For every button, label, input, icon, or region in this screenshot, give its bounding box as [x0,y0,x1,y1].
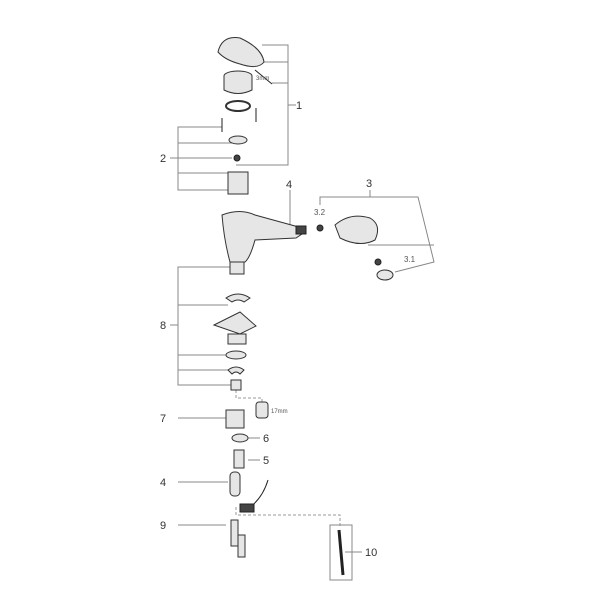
callout-4-bottom: 4 [160,477,166,489]
callout-2: 2 [160,153,166,165]
callout-1: 1 [296,100,302,112]
spray-face [376,269,394,281]
stud [230,379,242,391]
lever-handle [217,37,265,68]
callout-lines-3 [319,190,435,273]
nut-size: 17mm [271,409,288,415]
cap [223,70,253,94]
callout-lines-8 [170,266,232,386]
hose-fitting [239,503,255,513]
o-ring [225,100,251,112]
washer-6 [231,433,249,443]
tool-guide [235,507,341,527]
callout-3-1: 3.1 [404,255,416,264]
callout-4-top: 4 [286,179,292,191]
fixing-nut [225,409,245,429]
screw-9-b [237,534,246,558]
spring-5 [233,449,245,469]
nut-guide [235,390,263,404]
spray-head [334,215,379,244]
hoses [229,261,245,275]
faucet-body [221,211,307,263]
nut-17mm [255,401,269,419]
screw-9-a [230,519,239,547]
washer [228,135,248,145]
cartridge [227,171,249,195]
callout-5: 5 [263,455,269,467]
hex-key-size: 3mm [256,76,269,82]
ball [233,154,241,162]
callout-6: 6 [263,433,269,445]
callout-10: 10 [365,547,377,559]
gasket [225,350,247,360]
spray-valve [374,258,382,266]
shank [227,333,247,345]
horseshoe-washer [227,366,245,375]
callout-9: 9 [160,520,166,532]
callout-3: 3 [366,178,372,190]
mounting-plate [212,311,257,335]
clip [225,293,251,303]
hex-key [254,69,273,85]
callout-7: 7 [160,413,166,425]
hose-connector [316,224,324,232]
callout-3-2: 3.2 [314,208,326,217]
tool-10 [337,529,345,576]
callout-8: 8 [160,320,166,332]
weight-4 [229,471,241,497]
callout-lines-2 [170,126,232,191]
callout-lines-1 [236,44,296,166]
